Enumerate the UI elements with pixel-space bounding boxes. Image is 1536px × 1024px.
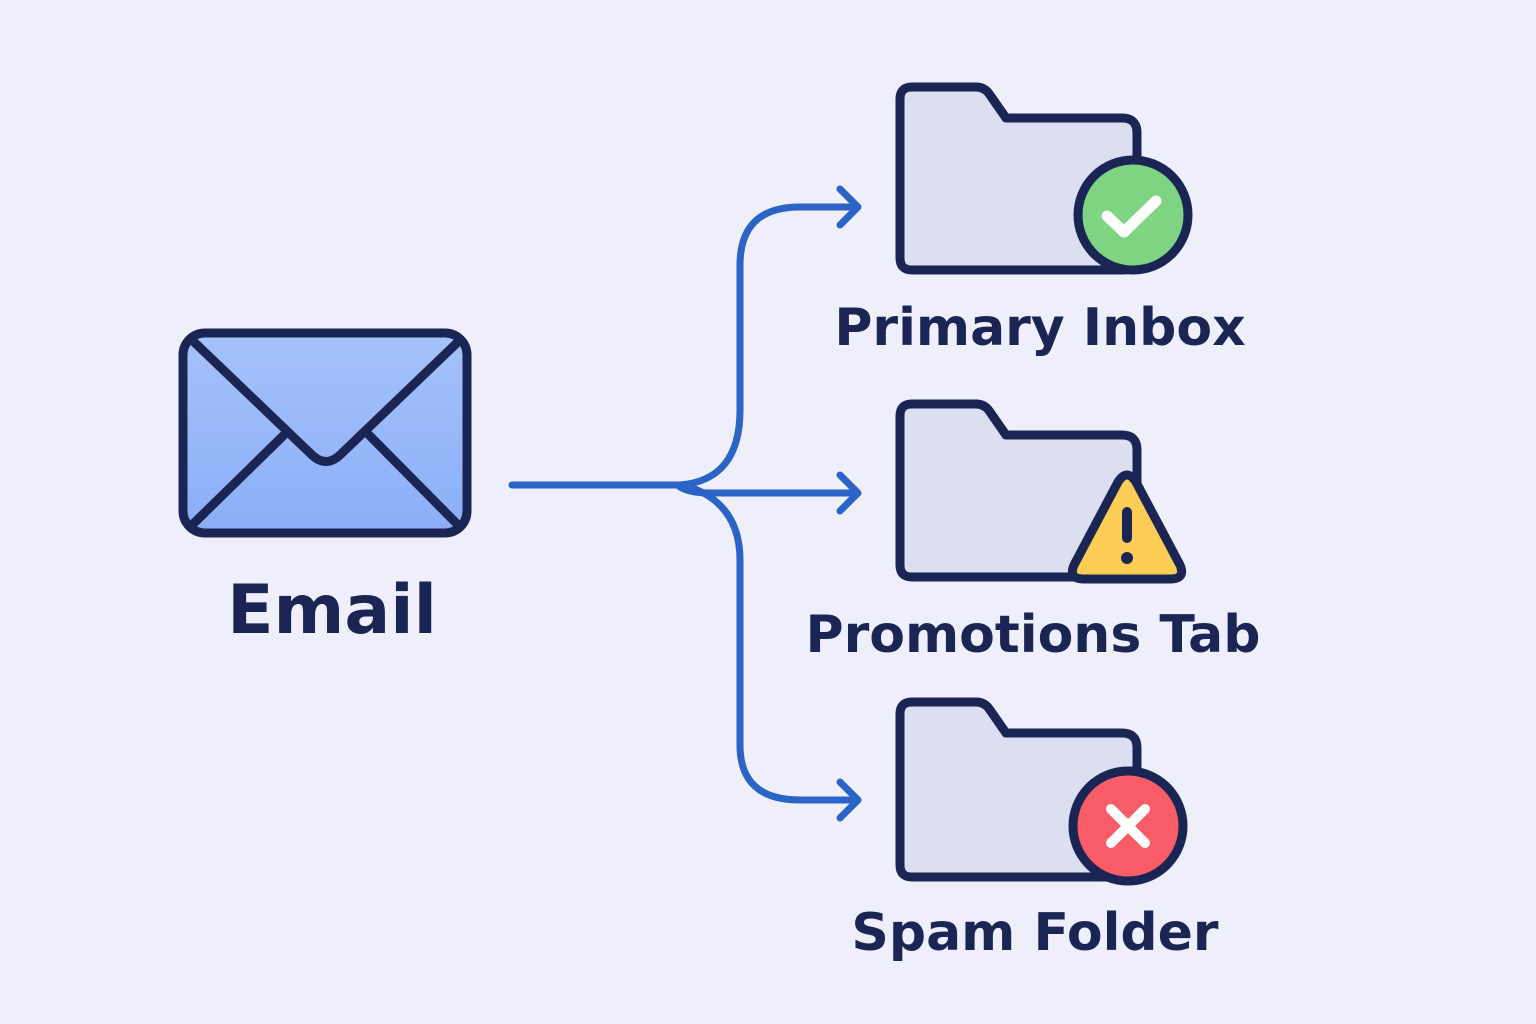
routing-arrows [508, 185, 862, 822]
x-icon [1068, 766, 1188, 886]
arrow-to-spam [686, 483, 862, 822]
primary-inbox-label: Primary Inbox [834, 298, 1245, 358]
check-icon [1073, 155, 1193, 275]
primary-inbox-folder-icon [895, 82, 1193, 275]
arrow-to-primary [676, 185, 862, 489]
spam-folder-icon [895, 697, 1188, 886]
warning-icon [1067, 470, 1187, 584]
envelope-icon [178, 328, 472, 538]
promotions-tab-folder-icon [895, 399, 1187, 584]
source-label: Email [227, 571, 437, 650]
promotions-tab-label: Promotions Tab [806, 605, 1261, 665]
spam-folder-label: Spam Folder [851, 903, 1219, 963]
